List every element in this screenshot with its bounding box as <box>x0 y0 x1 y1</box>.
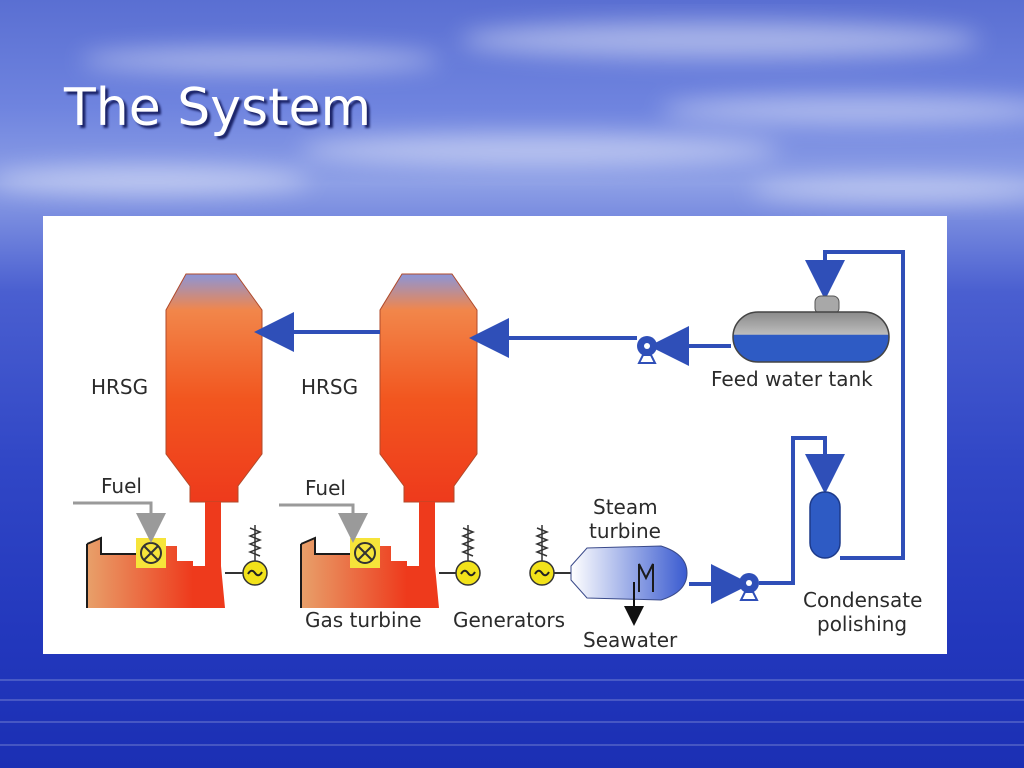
gas-turbine-2 <box>300 536 407 608</box>
generator-1 <box>225 525 268 586</box>
diagram-panel: HRSG HRSG Fuel <box>43 216 947 654</box>
hrsg-1-tower <box>165 273 263 503</box>
generators-label: Generators <box>453 608 565 632</box>
fuel-1-line <box>73 501 166 543</box>
steam-turbine-body <box>570 545 688 601</box>
steam-turbine-label-1: Steam <box>593 495 658 519</box>
hrsg-1-unit <box>165 273 263 608</box>
fuel-1-label: Fuel <box>101 474 142 498</box>
pipe-condensate-loop <box>759 436 845 585</box>
hrsg-1-duct <box>187 502 225 608</box>
feed-pump <box>637 336 657 364</box>
gas-turbine-1 <box>86 536 193 608</box>
condensate-polishing-vessel <box>809 491 841 559</box>
hrsg-1-label: HRSG <box>91 375 148 399</box>
feed-water-tank-body <box>732 311 890 363</box>
fuel-2-line <box>279 503 368 543</box>
pipe-polishing-to-tank <box>805 250 905 560</box>
gas-turbine-2-intake <box>301 538 407 608</box>
steam-turbine-label-2: turbine <box>589 519 661 543</box>
seawater-label: Seawater <box>583 628 678 652</box>
generator-2 <box>439 525 481 586</box>
hrsg-2-duct <box>401 502 439 608</box>
hrsg-2-label: HRSG <box>301 375 358 399</box>
gas-turbine-label: Gas turbine <box>305 608 422 632</box>
fuel-2-label: Fuel <box>305 476 346 500</box>
condensate-label-2: polishing <box>817 612 907 636</box>
feed-water-tank <box>732 295 890 363</box>
feed-water-tank-label: Feed water tank <box>711 367 873 391</box>
condensate-label-1: Condensate <box>803 588 922 612</box>
hrsg-2-tower <box>379 273 478 503</box>
steam-turbine-unit <box>529 525 688 626</box>
power-plant-diagram: HRSG HRSG Fuel <box>73 250 922 652</box>
condensate-pump <box>739 573 759 601</box>
hrsg-2-unit <box>379 273 478 608</box>
gas-turbine-1-intake <box>87 538 193 608</box>
slide-title: The System <box>64 78 372 138</box>
